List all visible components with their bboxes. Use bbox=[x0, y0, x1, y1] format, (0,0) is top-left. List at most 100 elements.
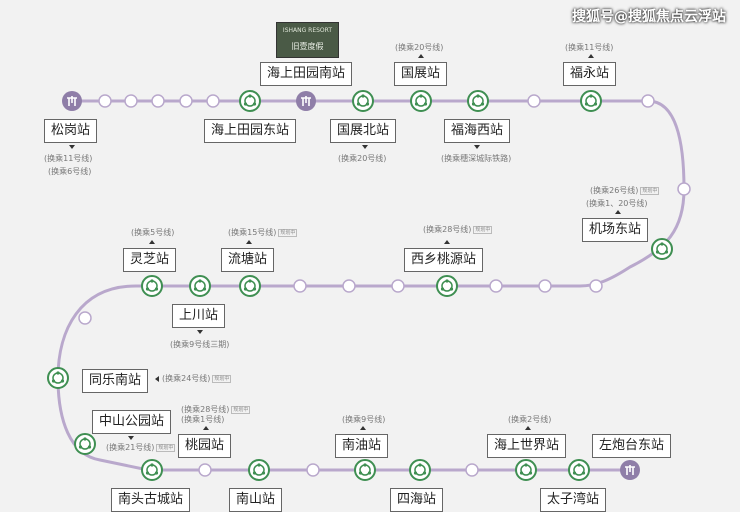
transfer-node bbox=[261, 471, 266, 475]
station-dot bbox=[527, 94, 541, 108]
transfer-icon bbox=[410, 90, 432, 112]
transfer-icon bbox=[409, 459, 431, 481]
transfer-node bbox=[524, 463, 528, 467]
transfer-node bbox=[660, 242, 664, 246]
station-label: 福海西站 bbox=[444, 119, 511, 143]
station-dot bbox=[124, 94, 138, 108]
planning-tag: 规划中 bbox=[231, 405, 251, 414]
planning-tag: 规划中 bbox=[156, 443, 176, 452]
transfer-node bbox=[367, 471, 372, 475]
transfer-ring bbox=[515, 459, 537, 481]
transfer-node bbox=[56, 371, 60, 375]
transfer-icon bbox=[141, 275, 163, 297]
transfer-note: (换乘28号线)规划中 bbox=[423, 224, 493, 235]
station-dot bbox=[206, 94, 220, 108]
transfer-text: (换乘26号线) bbox=[590, 186, 639, 195]
transfer-note: (换乘11号线) bbox=[44, 154, 93, 163]
station-label: 南油站 bbox=[335, 434, 389, 458]
transfer-node bbox=[78, 445, 83, 449]
transfer-ring bbox=[409, 459, 431, 481]
arrow-up-icon bbox=[588, 54, 594, 58]
logo-line1: ISHANG RESORT bbox=[282, 27, 333, 34]
transfer-note: (换乘20号线) bbox=[338, 154, 387, 163]
transfer-node bbox=[584, 102, 589, 106]
transfer-node bbox=[150, 463, 154, 467]
transfer-icon bbox=[239, 90, 261, 112]
transfer-node bbox=[414, 102, 419, 106]
transfer-icon bbox=[354, 459, 376, 481]
transfer-icon bbox=[141, 459, 163, 481]
metro-glyph bbox=[625, 465, 635, 475]
transfer-ring bbox=[352, 90, 374, 112]
arrow-down-icon bbox=[474, 145, 480, 149]
transfer-node bbox=[664, 250, 669, 254]
station-label: 南山站 bbox=[229, 488, 283, 512]
arrow-up-icon bbox=[149, 240, 155, 244]
transfer-icon bbox=[568, 459, 590, 481]
transfer-node bbox=[202, 287, 207, 291]
station-label: 西乡桃源站 bbox=[404, 248, 484, 272]
station-label: 福永站 bbox=[563, 62, 617, 86]
transfer-text: (换乘28号线) bbox=[423, 225, 472, 234]
transfer-icon bbox=[248, 459, 270, 481]
planning-tag: 规划中 bbox=[640, 186, 660, 195]
transfer-node bbox=[589, 94, 593, 98]
station-label: 机场东站 bbox=[582, 218, 649, 242]
transfer-node bbox=[418, 463, 422, 467]
transfer-icon bbox=[47, 367, 69, 389]
transfer-note: (换乘1号线) bbox=[181, 415, 225, 424]
metro-icon bbox=[620, 460, 640, 480]
transfer-ring bbox=[651, 238, 673, 260]
transfer-node bbox=[423, 102, 428, 106]
transfer-node bbox=[243, 102, 248, 106]
transfer-icon bbox=[651, 238, 673, 260]
transfer-node bbox=[361, 94, 365, 98]
transfer-ring bbox=[239, 90, 261, 112]
station-label: 左炮台东站 bbox=[592, 434, 672, 458]
transfer-text: (换乘15号线) bbox=[228, 228, 277, 237]
transfer-node bbox=[419, 94, 423, 98]
transfer-ring bbox=[467, 90, 489, 112]
transfer-node bbox=[577, 463, 581, 467]
transfer-ring bbox=[410, 90, 432, 112]
station-dot bbox=[641, 94, 655, 108]
transfer-node bbox=[257, 463, 261, 467]
station-label: 流塘站 bbox=[221, 248, 275, 272]
transfer-note: (换乘20号线) bbox=[395, 43, 444, 52]
arrow-down-icon bbox=[197, 330, 203, 334]
station-label: 同乐南站 bbox=[82, 369, 149, 393]
transfer-node bbox=[145, 471, 150, 475]
transfer-ring bbox=[74, 433, 96, 455]
logo-line2: 旧壹度假 bbox=[291, 42, 324, 51]
transfer-node bbox=[145, 287, 150, 291]
arrow-up-icon bbox=[615, 210, 621, 214]
transfer-node bbox=[422, 471, 427, 475]
arrow-down-icon bbox=[69, 145, 75, 149]
station-label: 太子湾站 bbox=[540, 488, 607, 512]
transfer-icon bbox=[436, 275, 458, 297]
transfer-icon bbox=[352, 90, 374, 112]
transfer-node bbox=[528, 471, 533, 475]
station-dot bbox=[342, 279, 356, 293]
station-dot bbox=[306, 463, 320, 477]
transfer-node bbox=[243, 287, 248, 291]
station-dot bbox=[489, 279, 503, 293]
station-dot bbox=[465, 463, 479, 477]
arrow-up-icon bbox=[203, 426, 209, 430]
transfer-icon bbox=[239, 275, 261, 297]
transfer-ring bbox=[141, 275, 163, 297]
transfer-ring bbox=[436, 275, 458, 297]
arrow-up-icon bbox=[525, 426, 531, 430]
transfer-note: (换乘26号线)规划中 bbox=[590, 185, 660, 196]
station-dot bbox=[589, 279, 603, 293]
transfer-note: (换乘9号线) bbox=[342, 415, 386, 424]
station-label: 海上田园南站 bbox=[260, 62, 353, 86]
transfer-node bbox=[445, 279, 449, 283]
transfer-node bbox=[248, 279, 252, 283]
transfer-ring bbox=[239, 275, 261, 297]
transfer-note: (换乘6号线) bbox=[48, 167, 92, 176]
transfer-ring bbox=[141, 459, 163, 481]
transfer-node bbox=[154, 471, 159, 475]
station-label: 松岗站 bbox=[44, 119, 98, 143]
transfer-node bbox=[154, 287, 159, 291]
